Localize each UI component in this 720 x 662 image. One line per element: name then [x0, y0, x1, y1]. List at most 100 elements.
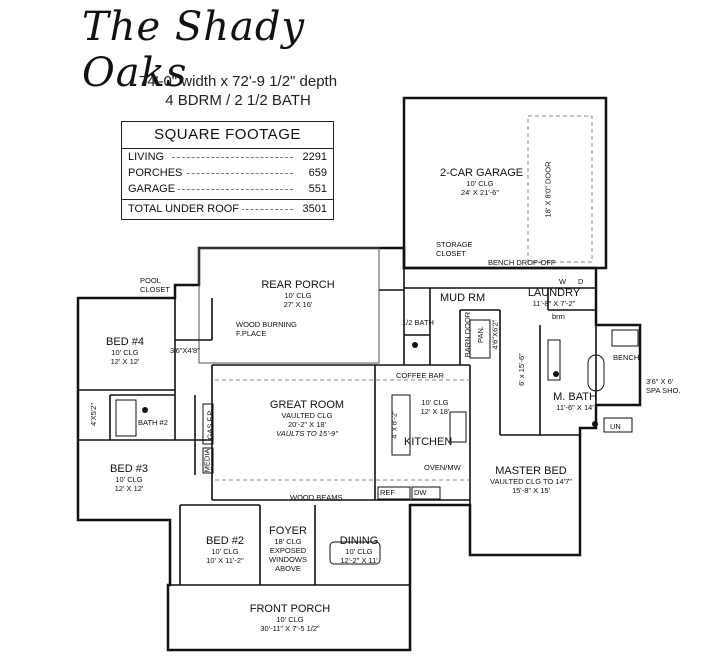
garage-door-outline [527, 115, 593, 263]
room-garage-ceiling: 10' CLG [466, 179, 494, 188]
dryer-label: D [578, 277, 584, 286]
spa-line2: SPA SHO. [646, 386, 681, 395]
sqft-label: LIVING [128, 149, 168, 165]
wood-burning-line1: WOOD BURNING [236, 320, 297, 329]
room-great-room: GREAT ROOM VAULTED CLG 20'-2" X 18' VAUL… [262, 399, 352, 439]
room-rear-porch-ceiling: 10' CLG [284, 291, 312, 300]
room-bed2-ceiling: 10' CLG [211, 547, 239, 556]
room-front-porch-name: FRONT PORCH [249, 603, 331, 615]
room-dining-ceiling: 10' CLG [345, 547, 373, 556]
master-tub [587, 354, 605, 392]
brm-label: brm [552, 312, 565, 321]
media-cabinet [202, 447, 214, 474]
room-bed4: BED #4 10' CLG 12' X 12' [100, 336, 150, 367]
room-garage: 2-CAR GARAGE 10' CLG 24' X 21'-6" [440, 167, 524, 198]
room-front-porch-size: 30'-11" X 7'-5 1/2" [260, 624, 320, 633]
wood-burning-line2: F.PLACE [236, 329, 267, 338]
sqft-value: 2291 [299, 149, 327, 165]
room-dining-name: DINING [339, 535, 379, 547]
ref-label: REF [380, 488, 395, 497]
main-outline [76, 246, 642, 652]
room-foyer-note1: EXPOSED [269, 546, 307, 555]
room-rear-porch-name: REAR PORCH [261, 279, 335, 291]
vanity [547, 339, 561, 381]
room-laundry-name: LAUNDRY [527, 287, 581, 299]
tub [115, 399, 137, 437]
room-rear-porch: REAR PORCH 10' CLG 27' X 16' [258, 279, 338, 310]
room-garage-size: 24' X 21'-6" [460, 188, 500, 197]
sqft-label: PORCHES [128, 165, 186, 181]
wood-burning-label: WOOD BURNING F.PLACE [236, 320, 297, 338]
dw [411, 486, 441, 500]
pool-closet-line1: POOL [140, 276, 161, 285]
room-bed3-ceiling: 10' CLG [115, 475, 143, 484]
sqft-value: 659 [305, 165, 327, 181]
sqft-row-living: LIVING 2291 [122, 149, 333, 165]
room-foyer-name: FOYER [269, 525, 307, 537]
room-master-bed-ceiling: VAULTED CLG TO 14'7" [490, 477, 572, 486]
room-dining: DINING 10' CLG 12'-2" X 11' [334, 535, 384, 566]
room-great-room-name: GREAT ROOM [269, 399, 345, 411]
interior-walls [78, 247, 597, 586]
dashed-lines [215, 115, 593, 481]
room-mud-rm-name: MUD RM [440, 292, 486, 304]
room-bed4-ceiling: 10' CLG [111, 348, 139, 357]
room-foyer-note3: ABOVE [275, 564, 301, 573]
dining-table [329, 541, 381, 565]
plan-dimensions: 74'-0" width x 72'-9 1/2" depth [138, 73, 338, 90]
room-kitchen-ceiling: 10' CLG [421, 398, 449, 407]
room-foyer-ceiling: 18' CLG [274, 537, 302, 546]
room-bed2-name: BED #2 [206, 535, 244, 547]
room-master-bath-size: 11'-6" X 14' [556, 403, 594, 412]
pantry-dim-label: 4'6"X6'2" [490, 319, 500, 350]
bath2-label: BATH #2 [138, 418, 168, 427]
wood-beams-label: WOOD BEAMS [290, 493, 343, 502]
sqft-total-label: TOTAL UNDER ROOF [128, 200, 243, 218]
room-bed2-size: 10' X 11'-2" [206, 556, 244, 565]
plan-bedbath: 4 BDRM / 2 1/2 BATH [165, 92, 311, 109]
room-bed4-name: BED #4 [106, 336, 144, 348]
room-bed3: BED #3 10' CLG 12' X 12' [104, 464, 154, 494]
sqft-value: 551 [305, 181, 327, 197]
room-master-bed-name: MASTER BED [495, 465, 567, 477]
media-label: MEDIA [202, 448, 212, 473]
pantry [469, 319, 491, 359]
room-laundry: LAUNDRY 11'-8" X 7'-2" [524, 287, 584, 309]
spa-line1: 3'6" X 6' [646, 377, 674, 386]
room-front-porch: FRONT PORCH 10' CLG 30'-11" X 7'-5 1/2" [245, 603, 335, 634]
room-great-room-size: 20'-2" X 18' [287, 420, 327, 429]
plan-specs: 74'-0" width x 72'-9 1/2" depth 4 BDRM /… [108, 72, 368, 110]
square-footage-table: SQUARE FOOTAGE LIVING 2291 PORCHES 659 GAR… [121, 121, 334, 220]
room-kitchen: KITCHEN [404, 437, 452, 448]
room-master-bed-size: 15'-8" X 15' [511, 486, 551, 495]
room-kitchen-dims: 10' CLG 12' X 18' [420, 398, 450, 416]
un-label: UN [610, 422, 621, 431]
room-great-room-ceiling: VAULTED CLG [281, 411, 333, 420]
coffee-bar-label: COFFEE BAR [396, 371, 444, 380]
room-garage-name: 2-CAR GARAGE [440, 167, 524, 179]
bench-drop-label: BENCH DROP-OFF [488, 258, 556, 267]
fixtures [115, 319, 639, 565]
room-master-bath: M. BATH 11'-6" X 14' [550, 391, 600, 413]
garage-door-label: 18' X 8'0" DOOR [543, 161, 553, 218]
sqft-row-porches: PORCHES 659 [122, 165, 333, 181]
closet-4x5-label: 4'X5'2" [89, 402, 99, 427]
room-bed3-size: 12' X 12' [114, 484, 144, 493]
bench [611, 329, 639, 347]
square-footage-heading: SQUARE FOOTAGE [122, 122, 333, 149]
room-master-bath-name: M. BATH [553, 391, 597, 403]
room-rear-porch-size: 27' X 16' [283, 300, 313, 309]
pool-closet-line2: CLOSET [140, 285, 171, 294]
sqft-total-value: 3501 [299, 200, 327, 218]
kitchen-island [391, 394, 411, 456]
storage-line1: STORAGE [436, 240, 473, 249]
room-bed4-size: 12' X 12' [110, 357, 140, 366]
rear-porch-outline [198, 247, 380, 364]
gas-fp-label: GAS F.P. [205, 409, 215, 440]
storage-closet-label: STORAGE CLOSET [436, 240, 473, 258]
room-bed2: BED #2 10' CLG 10' X 11'-2" [200, 535, 250, 566]
closet-label: 3'6"X4'8" [170, 346, 200, 355]
gas-fp [202, 403, 214, 445]
